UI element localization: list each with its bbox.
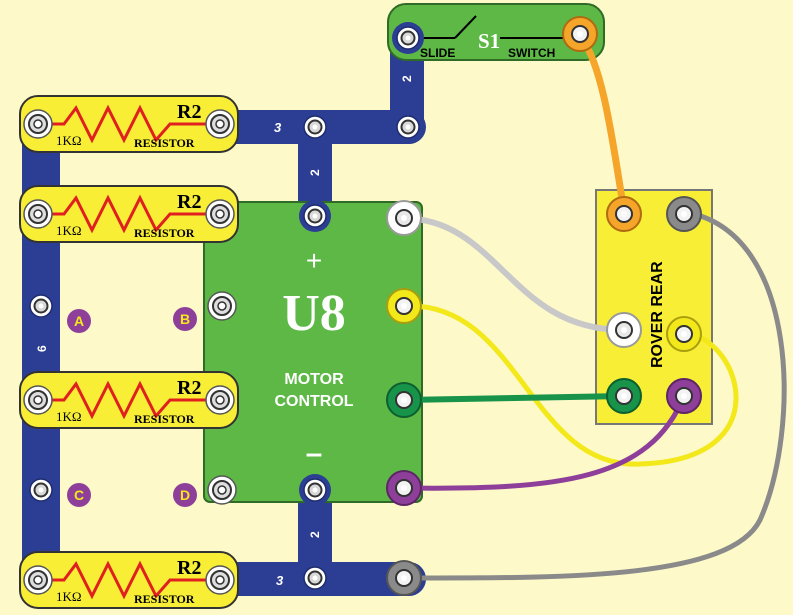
motor-label-line2: CONTROL [274, 393, 353, 410]
gray-lead[interactable] [401, 209, 787, 581]
resistor-3[interactable]: R2 1KΩ RESISTOR [19, 371, 239, 429]
resistor-value: 1KΩ [56, 409, 82, 424]
resistor-label: RESISTOR [134, 226, 195, 240]
wire-number-left: 6 [35, 345, 49, 352]
snap[interactable] [298, 110, 332, 144]
snap-b[interactable] [207, 291, 237, 321]
motor-control-ref: U8 [282, 285, 346, 342]
resistor-value: 1KΩ [56, 133, 82, 148]
wire-number-center: 2 [308, 169, 322, 176]
white-lead[interactable] [401, 215, 627, 333]
svg-text:D: D [180, 487, 190, 503]
snap[interactable] [205, 565, 235, 595]
yellow-lead[interactable] [401, 303, 739, 467]
resistor-ref: R2 [177, 101, 201, 123]
snap[interactable] [23, 199, 53, 229]
rover-terminal-gray[interactable] [666, 196, 702, 232]
point-label-b: B [173, 307, 197, 331]
rover-terminal-orange[interactable] [606, 196, 642, 232]
snap[interactable] [205, 385, 235, 415]
rover-terminal-yellow[interactable] [666, 316, 702, 352]
terminal-gray-bottom[interactable] [386, 560, 422, 596]
minus-sign: – [306, 437, 323, 470]
terminal-white[interactable] [386, 200, 422, 236]
purple-lead[interactable] [401, 393, 687, 491]
resistor-label: RESISTOR [134, 136, 195, 150]
snap[interactable] [298, 199, 332, 233]
svg-text:B: B [180, 311, 190, 327]
terminal-green[interactable] [386, 382, 422, 418]
snap[interactable] [391, 21, 425, 55]
point-label-c: C [67, 483, 91, 507]
resistor-ref: R2 [177, 377, 201, 399]
rover-terminal-green[interactable] [606, 378, 642, 414]
motor-control-board[interactable]: + U8 MOTOR CONTROL – [203, 201, 423, 503]
resistor-ref: R2 [177, 557, 201, 579]
rover-terminal-purple[interactable] [666, 378, 702, 414]
resistor-label: RESISTOR [134, 592, 195, 606]
green-lead[interactable] [401, 393, 627, 403]
terminal-yellow[interactable] [386, 288, 422, 324]
rover-label: ROVER REAR [649, 261, 666, 368]
snap[interactable] [205, 199, 235, 229]
snap[interactable] [391, 110, 425, 144]
resistor-value: 1KΩ [56, 589, 82, 604]
snap[interactable] [23, 385, 53, 415]
snap-d[interactable] [207, 475, 237, 505]
resistor-4[interactable]: R2 1KΩ RESISTOR [19, 551, 239, 609]
rover-terminal-white[interactable] [606, 312, 642, 348]
resistor-value: 1KΩ [56, 223, 82, 238]
snap[interactable] [23, 565, 53, 595]
point-label-a: A [67, 309, 91, 333]
resistor-label: RESISTOR [134, 412, 195, 426]
resistor-2[interactable]: R2 1KΩ RESISTOR [19, 185, 239, 243]
snap[interactable] [298, 561, 332, 595]
point-label-d: D [173, 483, 197, 507]
resistor-ref: R2 [177, 191, 201, 213]
plus-sign: + [306, 245, 322, 276]
switch-label-left: SLIDE [420, 46, 455, 60]
snap[interactable] [23, 109, 53, 139]
snap[interactable] [24, 289, 58, 323]
motor-label-line1: MOTOR [284, 371, 344, 388]
snap[interactable] [205, 109, 235, 139]
switch-label-right: SWITCH [508, 46, 555, 60]
switch-ref: S1 [478, 29, 500, 53]
terminal-orange-switch[interactable] [562, 16, 598, 52]
resistor-1[interactable]: R2 1KΩ RESISTOR [19, 95, 239, 153]
orange-lead[interactable] [576, 32, 628, 216]
slide-switch[interactable]: S1 SLIDE SWITCH [387, 3, 605, 61]
wire-number-bottom: 3 [276, 573, 284, 588]
svg-text:A: A [74, 313, 84, 329]
wire-number-switch: 2 [400, 75, 414, 82]
wire-number-top: 3 [274, 120, 282, 135]
svg-text:C: C [74, 487, 84, 503]
terminal-purple[interactable] [386, 470, 422, 506]
snap[interactable] [24, 473, 58, 507]
snap[interactable] [298, 473, 332, 507]
wire-number-bottom-vertical: 2 [308, 531, 322, 538]
